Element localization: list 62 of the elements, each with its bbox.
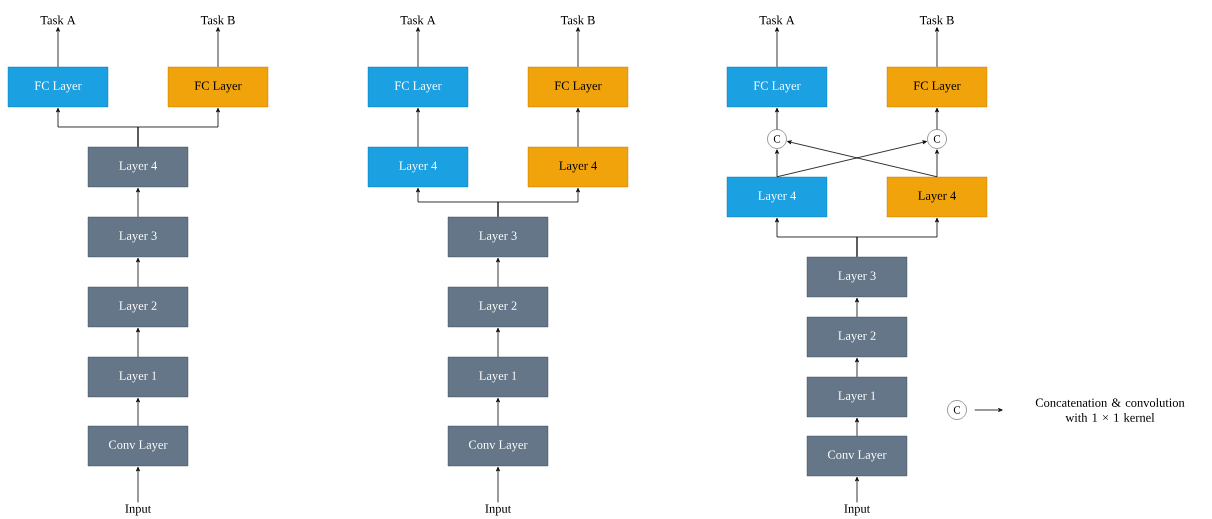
arrow bbox=[136, 327, 140, 358]
arrow bbox=[935, 107, 939, 130]
layer-box: Layer 2 bbox=[806, 316, 908, 358]
arrow bbox=[775, 27, 779, 68]
arrow bbox=[136, 187, 140, 218]
layer-box: Layer 4 bbox=[726, 176, 828, 218]
layer-box: Layer 4 bbox=[367, 146, 469, 188]
arrow bbox=[935, 27, 939, 68]
arrow bbox=[496, 257, 500, 288]
layer-box: Layer 2 bbox=[447, 286, 549, 328]
layer-box: Layer 4 bbox=[886, 176, 988, 218]
task-label: Task A bbox=[400, 15, 436, 25]
arrow bbox=[855, 476, 859, 503]
input-label: Input bbox=[125, 504, 152, 516]
arrow bbox=[974, 408, 1003, 412]
layer-box: Layer 1 bbox=[806, 376, 908, 418]
arrow bbox=[136, 466, 140, 503]
layer-box: Layer 3 bbox=[447, 216, 549, 258]
input-label: Input bbox=[844, 504, 871, 516]
arrow bbox=[216, 27, 220, 68]
layer-box: Layer 4 bbox=[527, 146, 629, 188]
arrow bbox=[136, 257, 140, 288]
layer-box: FC Layer bbox=[167, 66, 269, 108]
input-label: Input bbox=[485, 504, 512, 516]
task-label: Task B bbox=[560, 15, 595, 25]
arrow bbox=[775, 107, 779, 130]
layer-box: Layer 2 bbox=[87, 286, 189, 328]
arrow bbox=[496, 327, 500, 358]
layer-box: Layer 1 bbox=[447, 356, 549, 398]
task-label: Task B bbox=[200, 15, 235, 25]
arrow bbox=[497, 187, 580, 218]
layer-box: Layer 4 bbox=[87, 146, 189, 188]
layer-box: Layer 3 bbox=[806, 256, 908, 298]
layer-box: FC Layer bbox=[886, 66, 988, 108]
layer-box: Conv Layer bbox=[447, 425, 549, 467]
arrow bbox=[416, 107, 420, 148]
layer-box: FC Layer bbox=[367, 66, 469, 108]
arrow bbox=[775, 149, 779, 178]
arrow bbox=[855, 417, 859, 437]
arrow bbox=[137, 107, 220, 148]
arrow bbox=[496, 466, 500, 503]
arrow bbox=[496, 397, 500, 427]
arrow bbox=[855, 357, 859, 378]
arrow bbox=[935, 149, 939, 178]
layer-box: FC Layer bbox=[527, 66, 629, 108]
arrow bbox=[576, 27, 580, 68]
legend-text: Concatenation & convolution with 1 × 1 kernel bbox=[1035, 398, 1185, 422]
arrow bbox=[855, 297, 859, 318]
arrow bbox=[416, 27, 420, 68]
layer-box: FC Layer bbox=[7, 66, 109, 108]
layer-box: FC Layer bbox=[726, 66, 828, 108]
layer-box: Conv Layer bbox=[87, 425, 189, 467]
arrow bbox=[136, 397, 140, 427]
layer-box: Layer 1 bbox=[87, 356, 189, 398]
arrow bbox=[576, 107, 580, 148]
arrow bbox=[856, 217, 939, 258]
arrow bbox=[56, 27, 60, 68]
layer-box: Layer 3 bbox=[87, 216, 189, 258]
task-label: Task A bbox=[40, 15, 76, 25]
layer-box: Conv Layer bbox=[806, 435, 908, 477]
task-label: Task A bbox=[759, 15, 795, 25]
task-label: Task B bbox=[919, 15, 954, 25]
